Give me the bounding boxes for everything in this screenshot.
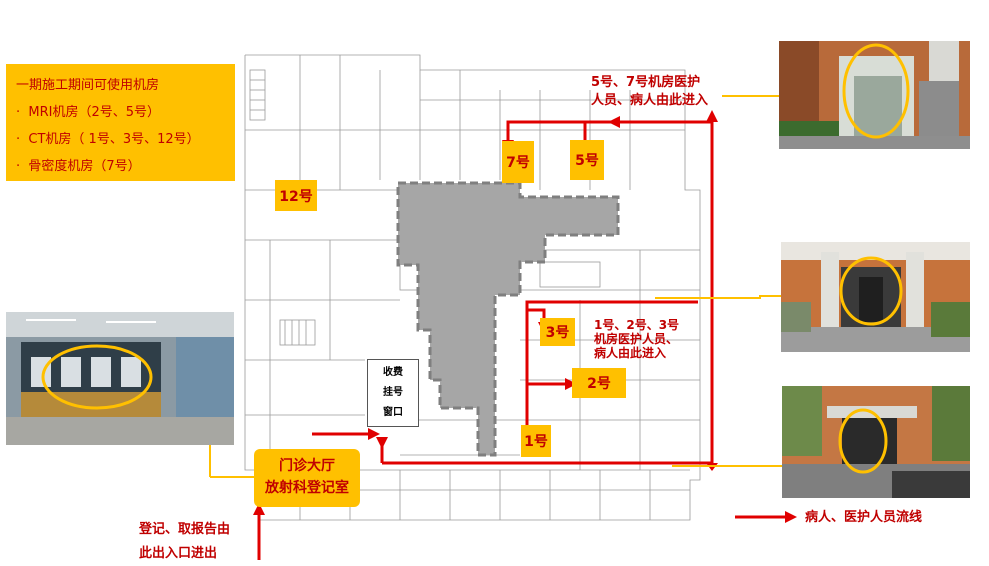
legend-item-mri: · MRI机房（2号、5号） — [16, 105, 161, 120]
annotation-main-entrance: 登记、取报告由 此出入口进出 — [139, 522, 231, 561]
room-12: 12号 — [275, 180, 317, 211]
photo-entrance — [782, 386, 970, 498]
room-5: 5号 — [570, 140, 604, 180]
arrow-head — [785, 511, 797, 523]
arrow-head — [376, 437, 388, 449]
flow-legend-label: 病人、医护人员流线 — [805, 510, 923, 525]
outpatient-hall: 门诊大厅 放射科登记室 — [254, 449, 360, 507]
photo-door-1-2-3 — [781, 242, 970, 352]
room-3: 3号 — [540, 318, 575, 346]
room-1: 1号 — [521, 425, 551, 457]
arrow-head — [706, 110, 718, 122]
legend-bullet: · — [16, 132, 21, 147]
arrow-head — [368, 428, 380, 440]
legend-bullet: · — [16, 105, 21, 120]
legend-bullet: · — [16, 159, 21, 174]
photo-door-5-7 — [779, 41, 970, 149]
legend-item-ct: · CT机房（ 1号、3号、12号） — [16, 132, 200, 147]
cashier-window: 收费 挂号 窗口 — [367, 359, 419, 427]
atrium-area — [396, 181, 620, 457]
legend-item-bone: · 骨密度机房（7号） — [16, 159, 141, 174]
photo-registration — [6, 312, 234, 445]
annotation-entry-5-7: 5号、7号机房医护 人员、病人由此进入 — [591, 75, 709, 108]
arrow-head — [608, 116, 620, 128]
annotation-entry-1-2-3: 1号、2号、3号 机房医护人员、 病人由此进入 — [594, 318, 680, 360]
arrow-head — [565, 378, 577, 390]
room-2: 2号 — [572, 368, 626, 398]
legend-box: 一期施工期间可使用机房 · MRI机房（2号、5号） · CT机房（ 1号、3号… — [6, 64, 235, 181]
legend-title: 一期施工期间可使用机房 — [16, 78, 160, 93]
room-7: 7号 — [502, 141, 534, 183]
arrow-head — [253, 503, 265, 515]
